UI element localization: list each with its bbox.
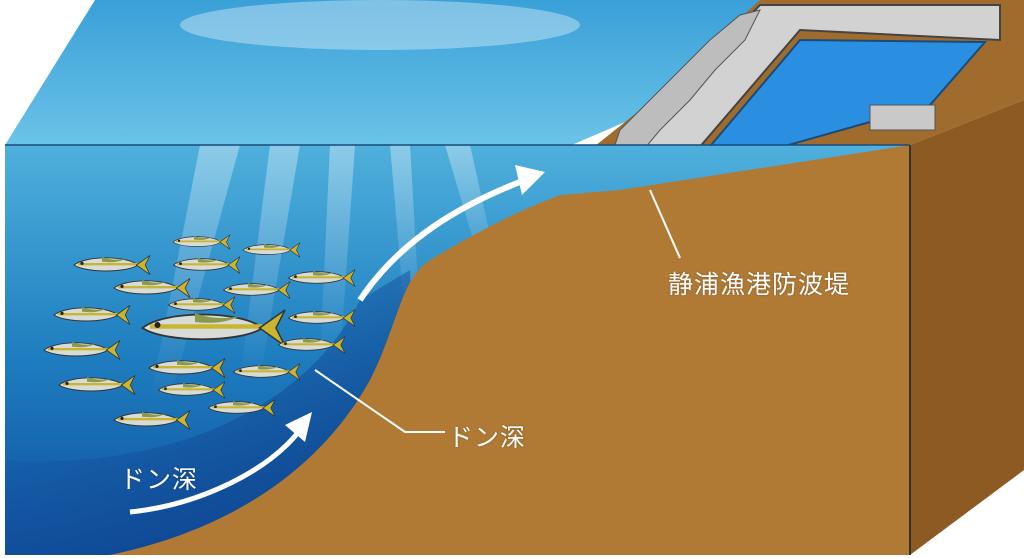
fish — [53, 305, 131, 325]
breakwater-label: 静浦漁港防波堤 — [668, 270, 851, 299]
leader-line-slope — [314, 369, 445, 433]
current-arrow-upper — [357, 177, 527, 302]
drop-off-label-slope: ドン深 — [448, 423, 527, 452]
fish — [157, 381, 226, 399]
fish — [73, 255, 151, 275]
fish — [58, 375, 136, 395]
fish — [287, 309, 356, 327]
fish — [222, 281, 291, 299]
seabed — [110, 145, 910, 555]
fish — [148, 358, 226, 378]
fish — [113, 278, 191, 298]
fish — [140, 309, 286, 347]
leader-line-breakwater — [649, 189, 681, 259]
fish — [172, 256, 241, 274]
fish — [207, 399, 276, 417]
fish — [232, 363, 301, 381]
fish-school — [43, 234, 356, 430]
water-surface — [5, 0, 760, 150]
sun-glare — [180, 0, 580, 50]
side-face — [910, 100, 1024, 555]
fish — [242, 242, 301, 258]
fish — [43, 340, 121, 360]
fish — [113, 410, 191, 430]
fish — [287, 269, 356, 287]
current-arrow-lower — [129, 428, 302, 515]
quay — [869, 104, 936, 131]
fish — [172, 234, 231, 250]
arrowhead-lower — [285, 412, 312, 442]
arrowhead-upper — [515, 165, 545, 195]
fish — [277, 336, 346, 354]
drop-off-label-bottom: ドン深 — [120, 465, 199, 494]
fish — [167, 296, 236, 314]
